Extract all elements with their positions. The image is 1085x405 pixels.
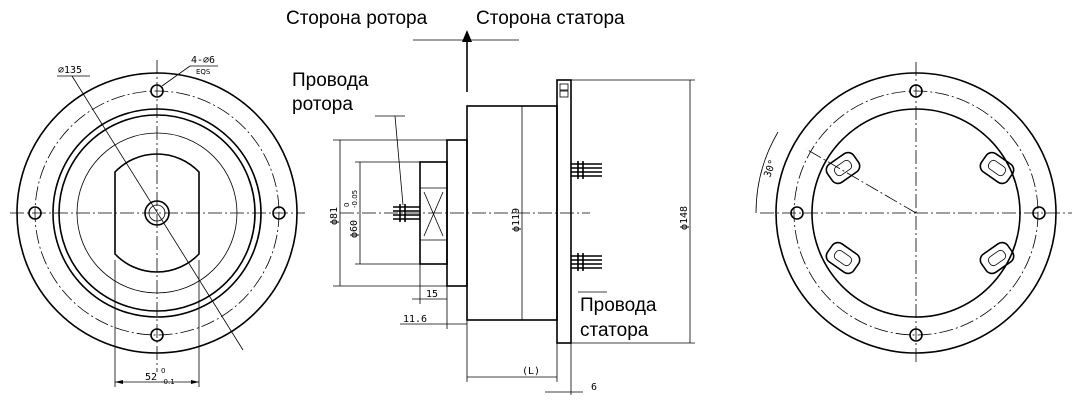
- bolt-circle: [34, 90, 280, 336]
- w52-tol-upper: 0: [161, 367, 165, 375]
- d135-label: ⌀135: [58, 65, 82, 76]
- holes-eqs-label: EQS: [196, 68, 211, 76]
- connector-upper-left: [825, 151, 861, 185]
- stator-flange: [556, 79, 572, 344]
- len15-label: 15: [426, 289, 438, 300]
- angle-ray: [805, 148, 917, 214]
- connector-upper-right: [979, 151, 1015, 185]
- angle-arc: [755, 131, 779, 214]
- flange-hole-left: [790, 206, 804, 220]
- len11-label: 11.6: [403, 314, 427, 325]
- hub-circle: [76, 132, 238, 294]
- d148-label: ϕ148: [679, 206, 690, 230]
- w52-label: 52: [145, 372, 157, 383]
- rotor-wires-leader: [394, 115, 404, 206]
- housing-circle: [52, 108, 262, 318]
- rotor-wires-label-2: ротора: [292, 94, 353, 115]
- stator-wire-bundle-upper: [571, 161, 602, 179]
- d60-tol-upper: 0: [343, 203, 351, 207]
- housing-inner-circle: [58, 114, 256, 312]
- stator-wires-label-1: Провода: [580, 295, 657, 316]
- flange-hole-top-2: [559, 90, 569, 98]
- angle-label: 30°: [762, 158, 779, 179]
- housing-circle-right: [811, 108, 1021, 318]
- rotor-wire-bundle: [393, 204, 420, 222]
- stator-wires-label-2: статора: [580, 320, 649, 341]
- mount-hole-right: [272, 206, 286, 220]
- outer-flange-circle: [16, 72, 298, 354]
- rotor-side-label: Сторона ротора: [286, 8, 428, 29]
- connector-lower-left: [825, 241, 861, 275]
- flange-hole-right: [1032, 206, 1046, 220]
- connector-lower-right: [979, 241, 1015, 275]
- side-view: Сторона ротора Сторона статора Провода р…: [286, 8, 695, 395]
- w52-arrow-right: [191, 380, 199, 384]
- lenL-label: (L): [522, 366, 540, 377]
- rotor-wires-label-1: Провода: [292, 70, 369, 91]
- bolt-circle-right: [793, 90, 1039, 336]
- flat-hub-profile: [114, 153, 200, 273]
- stator-wire-bundle-lower: [571, 253, 602, 271]
- rotor-end-view: ⌀135 4-⌀6 EQS 52 0 -0.1: [10, 55, 305, 387]
- holes-leader: [161, 65, 191, 87]
- shaft-bore: [144, 200, 170, 226]
- d60-label: ϕ60: [349, 220, 360, 238]
- d81-label: ϕ81: [329, 207, 340, 225]
- d135-leader: [71, 75, 244, 351]
- w52-tol-lower: -0.1: [161, 378, 175, 386]
- flange-hole-top: [559, 83, 569, 91]
- len6-label: 6: [591, 382, 597, 393]
- w52-arrow-left: [115, 380, 123, 384]
- stator-side-label: Сторона статора: [476, 8, 625, 29]
- stator-end-view: 30°: [755, 62, 1072, 365]
- collar-cross-b: [423, 191, 444, 237]
- flange-hole-bottom: [909, 328, 923, 342]
- mount-hole-left: [28, 206, 42, 220]
- flange-hole-top: [909, 84, 923, 98]
- mount-hole-top: [150, 84, 164, 98]
- shaft-inner: [148, 204, 166, 222]
- d119-label: ϕ119: [511, 208, 522, 232]
- holes-label: 4-⌀6: [191, 55, 215, 66]
- mount-hole-bottom: [150, 328, 164, 342]
- side-divider-arrowhead: [462, 30, 472, 42]
- flange-circle: [775, 72, 1057, 354]
- d60-tol-lower: -0.05: [351, 190, 359, 208]
